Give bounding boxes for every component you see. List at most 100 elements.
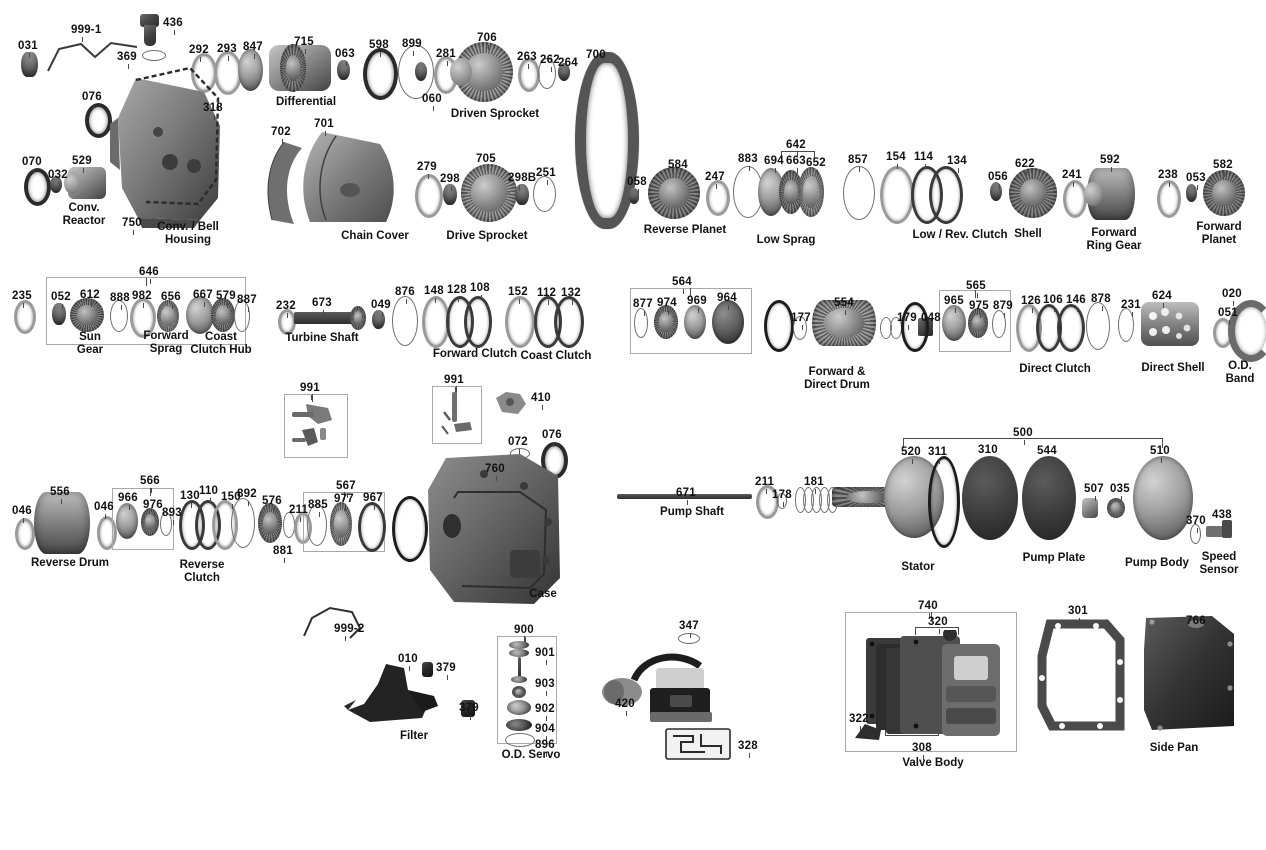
leader-tick xyxy=(1233,301,1234,306)
part-892-ring xyxy=(231,498,255,548)
cap-low-sprag-line: Low Sprag xyxy=(756,234,816,246)
part-311-oring xyxy=(928,456,960,548)
part-case-outer-ring xyxy=(392,496,428,562)
part-number-766: 766 xyxy=(1186,615,1206,627)
leader-tick xyxy=(766,489,767,494)
part-887-snap-ring xyxy=(234,300,250,332)
leader-tick xyxy=(749,166,750,171)
leader-tick xyxy=(546,660,547,665)
part-046-washer-b xyxy=(97,516,117,550)
part-number-977: 977 xyxy=(334,493,354,505)
part-number-112: 112 xyxy=(537,287,557,299)
part-893-ring xyxy=(160,512,172,536)
part-063-bushing xyxy=(337,60,350,80)
part-706-driven-sprocket-hub xyxy=(450,58,472,86)
part-number-058: 058 xyxy=(627,176,647,188)
part-number-510: 510 xyxy=(1150,445,1170,457)
part-number-114: 114 xyxy=(914,151,934,163)
leader-tick xyxy=(1048,458,1049,463)
leader-tick xyxy=(908,325,909,330)
part-number-247: 247 xyxy=(705,171,725,183)
leader-tick xyxy=(939,629,940,634)
leader-tick xyxy=(409,666,410,671)
part-235-washer xyxy=(14,300,36,334)
cap-pump-shaft-line: Pump Shaft xyxy=(660,506,724,518)
part-902-piston xyxy=(507,700,531,715)
part-number-904: 904 xyxy=(535,723,555,735)
part-number-879: 879 xyxy=(993,300,1013,312)
leader-tick xyxy=(698,308,699,313)
leader-tick xyxy=(151,488,152,493)
cap-fwd-clutch-line: Forward Clutch xyxy=(432,348,518,360)
part-number-010: 010 xyxy=(398,653,418,665)
part-251-ring xyxy=(533,176,556,212)
leader-tick xyxy=(172,304,173,309)
part-number-646: 646 xyxy=(139,266,159,278)
cap-bell-housing-line: Conv. / Bell xyxy=(157,221,219,233)
part-number-370: 370 xyxy=(1186,515,1206,527)
leader-564 xyxy=(690,288,691,296)
part-369-oring xyxy=(142,50,166,61)
part-612-sun-gear xyxy=(70,298,104,332)
leader-tick xyxy=(519,449,520,454)
leader-tick xyxy=(528,64,529,69)
part-number-584: 584 xyxy=(668,159,688,171)
leader-tick xyxy=(1169,182,1170,187)
leader-tick xyxy=(435,298,436,303)
part-673-turbine-shaft-splines xyxy=(350,306,366,330)
part-number-292: 292 xyxy=(189,44,209,56)
part-number-154: 154 xyxy=(886,151,906,163)
bracket-642 xyxy=(781,151,815,159)
leader-tick xyxy=(347,493,348,498)
part-number-298b: 298B xyxy=(508,172,537,184)
leader-tick xyxy=(458,297,459,302)
leader-tick xyxy=(1197,628,1198,633)
leader-646 xyxy=(146,278,147,286)
part-number-893: 893 xyxy=(162,507,182,519)
leader-tick xyxy=(955,308,956,313)
part-number-148: 148 xyxy=(424,285,444,297)
cap-reverse-clutch-line: Reverse xyxy=(179,559,225,571)
leader-tick xyxy=(525,637,526,642)
leader-tick xyxy=(1111,167,1112,172)
leader-tick xyxy=(572,300,573,305)
part-370-oring xyxy=(1190,524,1201,544)
leader-tick xyxy=(345,506,346,511)
part-number-060: 060 xyxy=(422,93,442,105)
leader-tick xyxy=(519,299,520,304)
part-number-179: 179 xyxy=(897,312,917,324)
cap-conv-reactor-line: Conv. xyxy=(68,202,100,214)
part-565-outer-ring xyxy=(901,302,929,352)
part-976-bearing xyxy=(141,508,159,536)
part-301-pan-gasket xyxy=(1037,619,1125,731)
part-number-999-2: 999-2 xyxy=(334,623,365,635)
part-231-ring xyxy=(1118,308,1134,342)
part-010-filter xyxy=(344,664,438,722)
cap-fwd-sprag-line: Forward xyxy=(143,330,189,342)
part-507-slide xyxy=(1082,498,1098,518)
cap-shell: Shell xyxy=(1004,228,1052,241)
cap-pump-shaft: Pump Shaft xyxy=(650,506,734,519)
part-901-spring-b xyxy=(509,649,529,657)
part-035-rotor xyxy=(1107,498,1125,518)
part-046-washer-a xyxy=(15,518,35,550)
part-number-072: 072 xyxy=(508,436,528,448)
cap-reverse-drum: Reverse Drum xyxy=(22,557,118,570)
leader-tick xyxy=(783,502,784,507)
leader-tick xyxy=(1079,618,1080,623)
leader-tick xyxy=(447,61,448,66)
cap-side-pan-line: Side Pan xyxy=(1149,742,1199,754)
part-number-130: 130 xyxy=(180,490,200,502)
cap-speed-sensor-line: Sensor xyxy=(1199,563,1239,576)
leader-tick xyxy=(204,302,205,307)
leader-tick xyxy=(989,457,990,462)
leader-tick xyxy=(174,30,175,35)
leader-tick xyxy=(1132,312,1133,317)
cap-fwd-sprag-line: Sprag xyxy=(149,342,183,355)
part-number-520: 520 xyxy=(901,446,921,458)
leader-tick xyxy=(817,170,818,175)
leader-tick xyxy=(121,305,122,310)
leader-tick xyxy=(33,169,34,174)
part-number-554: 554 xyxy=(834,297,854,309)
part-888-ring xyxy=(110,300,128,332)
